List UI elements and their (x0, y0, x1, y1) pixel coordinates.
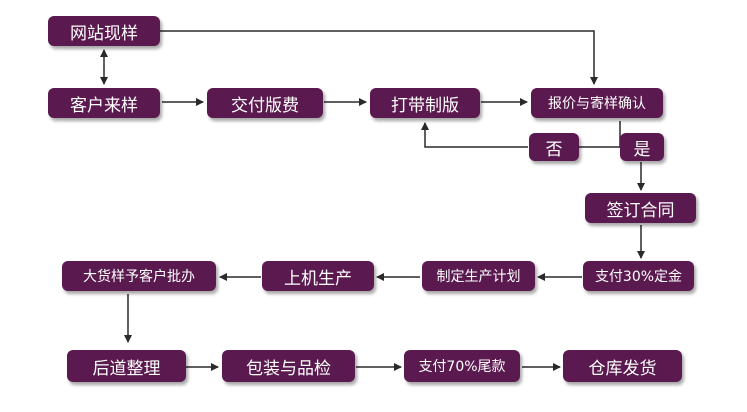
node-production-plan: 制定生产计划 (422, 261, 535, 291)
node-pack-inspect: 包装与品检 (222, 350, 355, 382)
node-customer-sample: 客户来样 (48, 88, 160, 118)
node-bulk-sample-approval: 大货样予客户批办 (62, 261, 216, 291)
node-finishing: 后道整理 (67, 350, 186, 382)
arrow-website-quote (160, 30, 598, 85)
node-pay-balance: 支付70%尾款 (404, 350, 520, 382)
node-no: 否 (529, 133, 579, 161)
node-machine-production: 上机生产 (262, 261, 374, 291)
arrow-no-make (421, 122, 528, 148)
node-pay-plate-fee: 交付版费 (207, 88, 323, 118)
node-website-sample: 网站现样 (48, 16, 160, 46)
node-warehouse-ship: 仓库发货 (563, 350, 682, 382)
node-pay-deposit: 支付30%定金 (583, 261, 694, 291)
node-yes: 是 (620, 133, 664, 161)
node-sign-contract: 签订合同 (585, 193, 696, 223)
node-quote-send-sample: 报价与寄样确认 (531, 88, 663, 118)
node-make-plate: 打带制版 (370, 88, 480, 118)
